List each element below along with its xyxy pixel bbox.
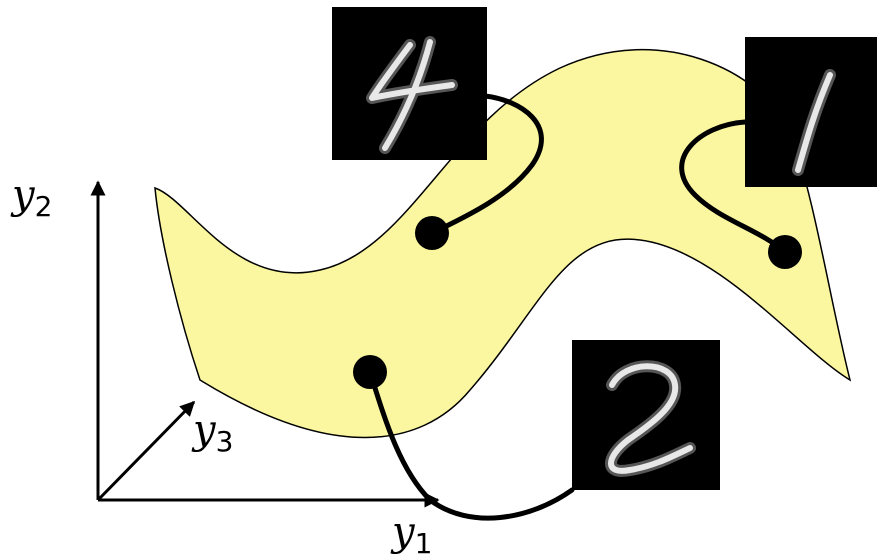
- y2-axis-label: y2: [10, 172, 52, 223]
- y3-axis-var: y: [191, 407, 217, 453]
- thumbnail-digit-4: [332, 7, 487, 160]
- y3-axis-line: [98, 402, 194, 500]
- data-point-digit-4: [415, 216, 449, 250]
- y1-axis-label: y1: [390, 509, 432, 560]
- data-point-digit-2: [353, 355, 387, 389]
- y1-axis-var: y: [390, 509, 416, 555]
- thumbnail-digit-2: [572, 340, 720, 490]
- y2-axis-sub: 2: [35, 190, 53, 223]
- thumbnail-digit-1: [745, 37, 877, 187]
- data-point-digit-1: [768, 235, 802, 269]
- y1-axis-sub: 1: [415, 527, 433, 560]
- y3-axis-sub: 3: [216, 425, 234, 458]
- y3-axis-label: y3: [191, 407, 233, 458]
- y2-axis-var: y: [10, 172, 36, 218]
